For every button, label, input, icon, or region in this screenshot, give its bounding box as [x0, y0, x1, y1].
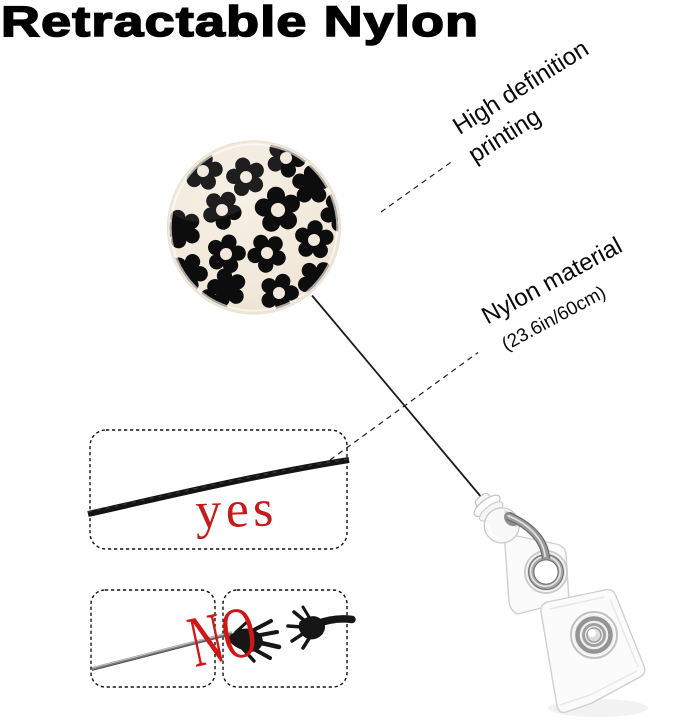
svg-text:High definition printing: High definition printing — [447, 32, 617, 169]
svg-text:NO: NO — [182, 591, 264, 683]
svg-text:Nylon material (23.6in/60c: Nylon material (23.6in/60cm) — [477, 229, 647, 356]
svg-text:yes: yes — [194, 480, 278, 540]
